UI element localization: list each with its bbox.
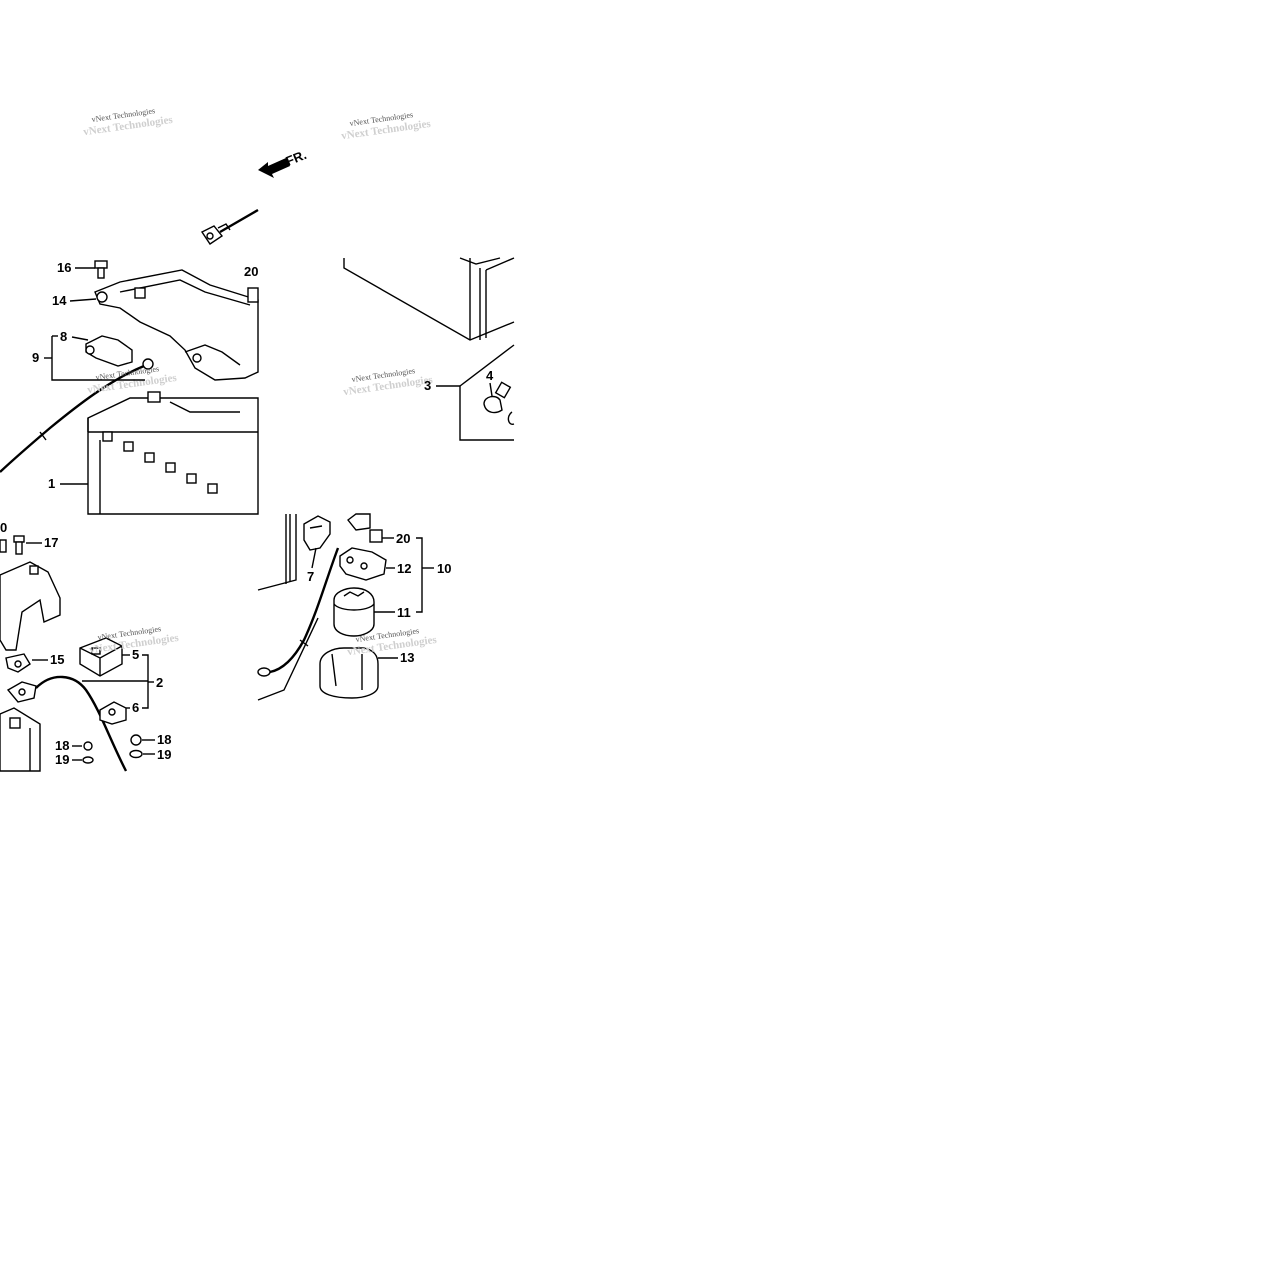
- svg-text:6: 6: [132, 700, 139, 715]
- callout-10: 10: [416, 537, 451, 613]
- svg-text:1: 1: [48, 476, 55, 491]
- tile-top-right: vNext Technologies vNext Technologies vN…: [341, 110, 515, 441]
- nuts-washers: [82, 734, 143, 764]
- tile-bottom-left: 0 17: [0, 520, 180, 772]
- callout-20a: 20: [244, 264, 258, 279]
- front-direction-arrow: FR.: [258, 147, 309, 178]
- breather-tube-4: [459, 344, 515, 441]
- battery-1: [87, 391, 259, 515]
- watermark-4: vNext Technologies vNext Technologies: [343, 366, 435, 398]
- battery-box: [343, 257, 515, 341]
- relay-cover-13: [319, 647, 379, 699]
- svg-text:2: 2: [156, 675, 163, 690]
- battery-corner: [0, 707, 41, 772]
- svg-text:14: 14: [52, 293, 67, 308]
- svg-text:9: 9: [32, 350, 39, 365]
- bolt-16: [94, 260, 108, 279]
- terminal-cover-8: [85, 335, 133, 367]
- svg-text:0: 0: [0, 520, 7, 535]
- svg-text:20: 20: [244, 264, 258, 279]
- battery-hold-bracket: [0, 561, 61, 651]
- watermark-1: vNext Technologies vNext Technologies: [83, 106, 175, 138]
- relay-cable: [257, 547, 340, 701]
- svg-text:17: 17: [44, 535, 58, 550]
- callout-3: 3: [424, 378, 460, 393]
- terminal-cover-5: [79, 637, 123, 677]
- watermark-3: vNext Technologies vNext Technologies: [341, 110, 433, 142]
- clip-15: [5, 653, 31, 673]
- svg-text:3: 3: [424, 378, 431, 393]
- callout-13: 13: [378, 650, 414, 665]
- svg-text:16: 16: [57, 260, 71, 275]
- tile-top-left: vNext Technologies vNext Technologies: [0, 106, 309, 515]
- bolts-17: [0, 535, 25, 555]
- svg-text:5: 5: [132, 647, 139, 662]
- svg-text:7: 7: [307, 569, 314, 584]
- battery-bracket-14: [94, 269, 259, 381]
- battery-side: [257, 514, 297, 591]
- negative-cable-2: [6, 675, 128, 772]
- callout-20c: 0: [0, 520, 7, 535]
- svg-text:11: 11: [397, 605, 411, 620]
- callout-15: 15: [32, 652, 64, 667]
- negative-cable-lug: [200, 208, 259, 245]
- callout-1: 1: [48, 476, 88, 491]
- callout-17: 17: [26, 535, 58, 550]
- svg-text:10: 10: [437, 561, 451, 576]
- callout-16: 16: [57, 260, 95, 275]
- callout-7: 7: [307, 547, 317, 584]
- svg-text:15: 15: [50, 652, 64, 667]
- callout-12: 12: [386, 561, 411, 576]
- callout-5-6-2: 5 2 6: [82, 647, 163, 715]
- terminal-cover-6: [99, 701, 127, 725]
- callout-18-19-left: 18 19: [55, 738, 82, 767]
- callout-18-19-right: 18 19: [142, 732, 171, 762]
- svg-text:20: 20: [396, 531, 410, 546]
- callout-20b: 20: [382, 531, 410, 546]
- starter-relay-10: [333, 513, 387, 637]
- callout-14: 14: [52, 293, 97, 308]
- svg-text:8: 8: [60, 329, 67, 344]
- svg-text:13: 13: [400, 650, 414, 665]
- svg-text:4: 4: [486, 368, 494, 383]
- svg-text:12: 12: [397, 561, 411, 576]
- callout-8-9: 8 9: [32, 329, 145, 381]
- svg-text:FR.: FR.: [284, 147, 309, 169]
- callout-4: 4: [486, 368, 494, 397]
- watermark-2: vNext Technologies vNext Technologies: [87, 364, 179, 396]
- svg-text:18: 18: [55, 738, 69, 753]
- tile-bottom-right: vNext Technologies vNext Technologies 7 …: [257, 513, 451, 701]
- svg-text:18: 18: [157, 732, 171, 747]
- callout-11: 11: [374, 605, 411, 620]
- svg-text:19: 19: [157, 747, 171, 762]
- terminal-cover-7: [303, 515, 331, 551]
- svg-text:19: 19: [55, 752, 69, 767]
